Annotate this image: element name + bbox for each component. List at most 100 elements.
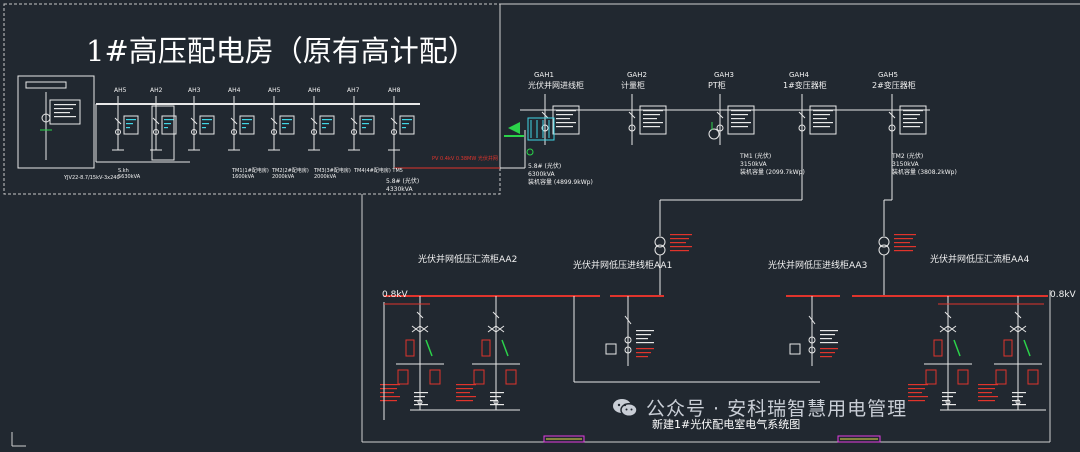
hv-cabinet-label-2: AH3	[188, 87, 201, 94]
aa4-a-label-red-3	[908, 396, 928, 398]
hv-cabinet-label-0: AH5	[114, 87, 127, 94]
hv-ct-1	[153, 129, 159, 135]
hv-ct-5	[311, 129, 317, 135]
gah-name-3: 1#变压器柜	[783, 81, 827, 90]
aa2-a-label-white-0	[414, 392, 428, 394]
tx-2-spec-text-3	[894, 246, 916, 248]
gah-name-4: 2#变压器柜	[872, 81, 916, 90]
aa4-b-ball	[1015, 399, 1021, 405]
aa2-a-ball	[417, 399, 423, 405]
aa2-b-label-red-0	[456, 384, 476, 386]
hv-relay-box-5	[319, 115, 335, 135]
hv-relay-text-4-1	[282, 123, 289, 125]
aa2-a-isolator	[416, 311, 424, 319]
aa2-b-cross	[487, 325, 505, 333]
drawing-caption: 新建1#光伏配电室电气系统图	[652, 418, 801, 431]
aa3-breaker	[808, 315, 816, 325]
wechat-icon	[612, 398, 638, 418]
hv-load-label-4: TM4(4#配电房) TM5	[354, 168, 403, 174]
gah1-earth-ball	[526, 148, 534, 156]
aa3-meter	[789, 343, 801, 355]
gah-relay-text-1-4	[643, 126, 660, 128]
watermark-text: 公众号 · 安科瑞智慧用电管理	[646, 398, 908, 420]
tm1-note: TM1 (光伏) 3150kVA 装机容量 (2099.7kWp)	[740, 153, 805, 176]
gah-relay-text-1-3	[643, 122, 663, 124]
gah-relay-text-2-0	[731, 110, 751, 112]
aa4-b-label-white-0	[1012, 392, 1026, 394]
hv-ct-3	[231, 129, 237, 135]
incoming-panel-box	[17, 75, 95, 169]
gah1-arrester	[508, 122, 520, 134]
gah-ct-4	[888, 124, 896, 132]
aa1-red-text-1	[636, 352, 651, 354]
hv-ct-7	[391, 129, 397, 135]
incoming-panel-header	[25, 81, 67, 89]
lv-bus-voltage-left: 0.8kV	[382, 290, 408, 300]
aa3-ct-a	[808, 336, 816, 344]
aa4-a-label-red-1	[908, 388, 925, 390]
aa1-ct-a	[624, 336, 632, 344]
gah-relay-text-3-4	[813, 126, 830, 128]
aa4-b-isolator	[1014, 311, 1022, 319]
hv-relay-text-0-0	[126, 119, 136, 121]
aa4-b-cross	[1009, 325, 1027, 333]
incoming-meter-box	[49, 99, 81, 125]
pv-in-tag-right	[837, 435, 881, 443]
hv-relay-box-1	[161, 115, 177, 135]
gah-relay-text-2-4	[731, 126, 748, 128]
hv-relay-text-3-2	[242, 127, 246, 129]
hv-pt-box	[151, 105, 175, 161]
hv-relay-text-6-1	[362, 123, 369, 125]
aa1-ct-b	[624, 346, 632, 354]
hv-relay-text-0-2	[126, 127, 130, 129]
aa2-b-label-red-3	[456, 396, 476, 398]
gah-relay-text-4-0	[903, 110, 923, 112]
gah-relay-text-3-1	[813, 114, 830, 116]
gah-relay-text-3-0	[813, 110, 833, 112]
hv-breaker-2	[190, 117, 198, 125]
aa4-a-label-red-2	[908, 392, 922, 394]
gah-relay-text-1-0	[643, 110, 663, 112]
gah-relay-text-0-2	[556, 118, 570, 120]
hv-breaker-3	[230, 117, 238, 125]
gah1-capacity-note: 5.8# (光伏) 6300kVA 装机容量 (4899.9kWp)	[528, 163, 593, 186]
gah-ct-3	[798, 124, 806, 132]
hv-cabinet-label-3: AH4	[228, 87, 241, 94]
aa4-b-label-red-0	[978, 384, 998, 386]
hv-relay-box-7	[399, 115, 415, 135]
aa2-b-ball	[493, 399, 499, 405]
gah-breaker-1	[628, 111, 636, 119]
gah-name-2: PT柜	[708, 81, 726, 90]
gah-relay-text-2-2	[731, 118, 745, 120]
hv-ct-2	[191, 129, 197, 135]
lv-bus-voltage-right: 0.8kV	[1050, 290, 1076, 300]
aa4-b-label-red-4	[978, 400, 995, 402]
hv-relay-text-3-1	[242, 123, 249, 125]
gah-name-0: 光伏并网进线柜	[528, 81, 584, 90]
tx-1-spec-text-1	[670, 238, 689, 240]
aa4-a-breaker-l	[933, 339, 943, 357]
lv-cabinet-aa1: 光伏并网低压进线柜AA1	[573, 261, 673, 271]
aa3-meter-text-2	[820, 338, 832, 340]
tx-1-primary	[654, 236, 666, 248]
gah-relay-text-1-1	[643, 114, 660, 116]
gah-relay-text-0-3	[556, 122, 576, 124]
hv-bottom-note: 5.8# (光伏) 4330kVA	[386, 178, 420, 193]
hv-load-label-2: TM2(2#配电房) 2000kVA	[272, 168, 309, 181]
hv-breaker-5	[310, 117, 318, 125]
aa4-a-ball	[945, 399, 951, 405]
aa2-b-label-red-1	[456, 388, 473, 390]
aa2-b-panel-r	[505, 369, 517, 385]
incoming-meter-text-0	[54, 104, 76, 106]
gah-id-1: GAH2	[627, 71, 647, 79]
aa4-b-label-white-1	[1012, 396, 1023, 398]
hv-relay-text-6-0	[362, 119, 372, 121]
aa1-red-text-2	[636, 356, 648, 358]
gah-relay-text-2-3	[731, 122, 751, 124]
hv-relay-text-4-2	[282, 127, 286, 129]
gah-relay-text-4-3	[903, 122, 923, 124]
aa1-meter-text-3	[636, 342, 654, 344]
feeder-cable-note: YJV22-8.7/15kV-3x240	[64, 175, 120, 181]
hv-relay-text-5-0	[322, 119, 332, 121]
